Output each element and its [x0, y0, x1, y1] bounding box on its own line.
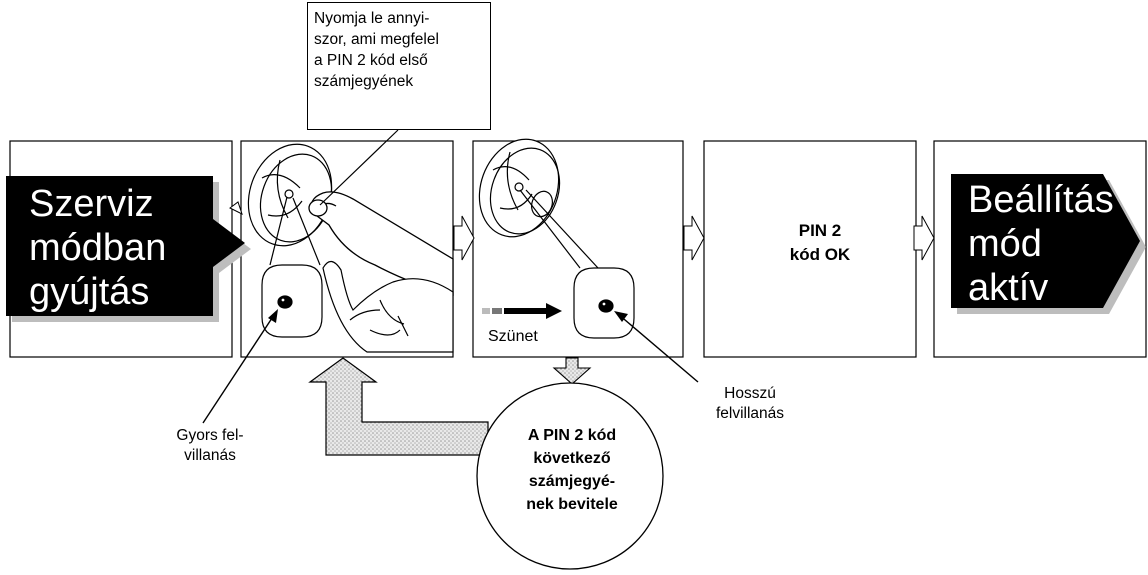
knob-illustration-2	[478, 138, 561, 238]
long-flash-line: Hosszú	[724, 385, 776, 402]
callout-line: a PIN 2 kód első	[314, 52, 428, 69]
end-arrow-label: Beállítás mód aktív	[968, 178, 1114, 310]
end-arrow	[951, 174, 1140, 308]
next-digit-line: A PIN 2 kód	[527, 427, 617, 444]
long-flash-line: felvillanás	[715, 405, 785, 422]
next-digit-line: nek bevitele	[526, 496, 618, 513]
quick-flash-line: Gyors fel-	[176, 427, 244, 444]
pin-ok-line: PIN 2	[798, 221, 842, 240]
end-arrow-line: Beállítás	[968, 179, 1114, 221]
panel-pin-ok	[703, 140, 917, 358]
callout-leader	[319, 129, 399, 206]
quick-flash-leader-head	[268, 309, 278, 323]
pause-label: Szünet	[488, 328, 538, 345]
next-digit-label: A PIN 2 kód következő számjegyé- nek bev…	[487, 424, 657, 516]
long-flash-leader-head	[614, 311, 628, 322]
instruction-callout: Nyomja le annyi- szor, ami megfelel a PI…	[307, 2, 491, 130]
connector-arrow-3	[913, 215, 935, 261]
next-digit-circle	[476, 382, 664, 570]
connector-arrow-0	[229, 201, 243, 215]
start-arrow	[6, 176, 245, 316]
callout-line: számjegyének	[314, 73, 414, 90]
start-arrow-line: módban	[29, 227, 167, 269]
next-digit-line: következő	[533, 450, 611, 467]
long-flash-label: Hosszú felvillanás	[690, 384, 810, 424]
pin-ok-line: kód OK	[789, 245, 851, 264]
pause-arrow	[482, 303, 562, 319]
quick-flash-line: villanás	[184, 447, 236, 464]
long-flash-leader	[617, 313, 699, 383]
start-arrow-label: Szerviz módban gyújtás	[29, 182, 166, 314]
callout-line: Nyomja le annyi-	[314, 10, 430, 27]
indicator-light-quick	[261, 196, 323, 338]
end-arrow-line: mód	[968, 223, 1042, 265]
quick-flash-leader	[202, 311, 277, 424]
knob-illustration	[247, 143, 333, 247]
start-arrow-line: Szerviz	[29, 183, 154, 225]
hand-illustration	[322, 260, 454, 353]
start-arrow-line: gyújtás	[29, 271, 150, 313]
indicator-light-long	[519, 189, 635, 339]
loop-back-arrow	[308, 357, 489, 456]
next-digit-line: számjegyé-	[528, 473, 616, 490]
pin-ok-label: PIN 2 kód OK	[705, 219, 935, 267]
callout-line: szor, ami megfelel	[314, 31, 439, 48]
connector-arrow-2	[683, 215, 705, 261]
down-arrow-to-circle	[552, 357, 592, 385]
quick-flash-label: Gyors fel- villanás	[160, 426, 260, 466]
end-arrow-line: aktív	[968, 267, 1049, 309]
connector-arrow-1	[453, 215, 475, 261]
